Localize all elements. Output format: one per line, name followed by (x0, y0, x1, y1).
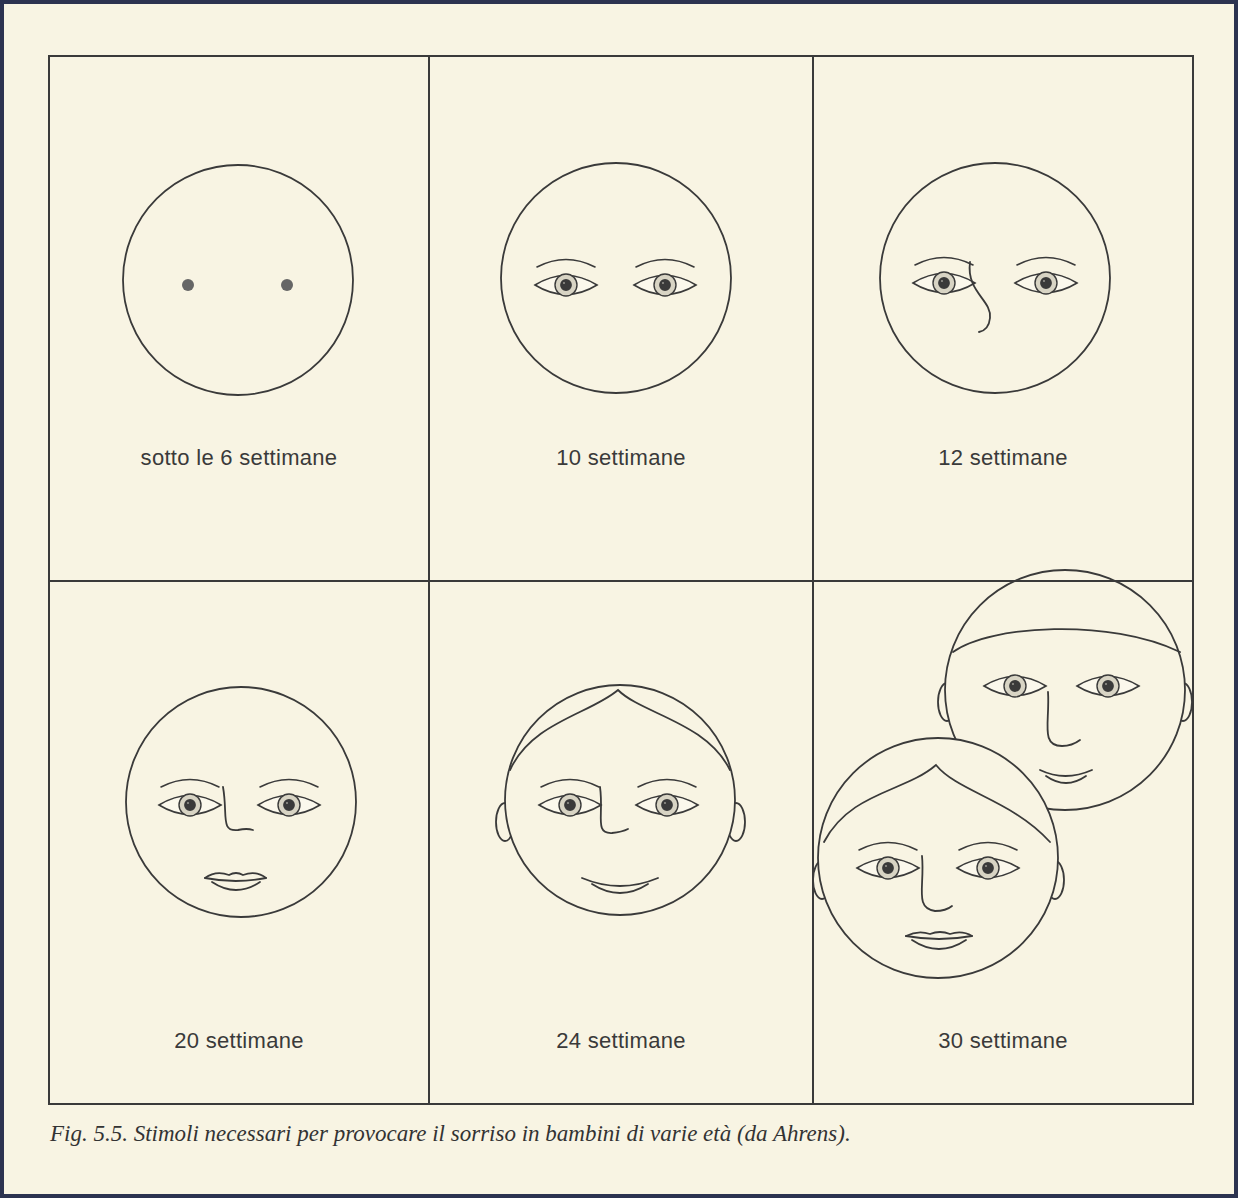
label-holder: 24 settimane (430, 1028, 812, 1054)
age-label: 30 settimane (938, 1028, 1068, 1053)
figure-caption-box: Fig. 5.5. Stimoli necessari per provocar… (50, 1118, 1190, 1149)
label-holder: 10 settimane (430, 445, 812, 471)
age-label: sotto le 6 settimane (141, 445, 338, 470)
stage-panel: 12 settimane (812, 55, 1194, 582)
figure-caption: Fig. 5.5. Stimoli necessari per provocar… (50, 1121, 851, 1146)
age-label: 20 settimane (174, 1028, 304, 1053)
stage-panel: 10 settimane (428, 55, 814, 582)
age-label: 24 settimane (556, 1028, 686, 1053)
stage-panel: 30 settimane (812, 580, 1194, 1105)
label-holder: sotto le 6 settimane (50, 445, 428, 471)
age-label: 12 settimane (938, 445, 1068, 470)
stage-panel: sotto le 6 settimane (48, 55, 430, 582)
label-holder: 30 settimane (814, 1028, 1192, 1054)
age-label: 10 settimane (556, 445, 686, 470)
stage-panel: 24 settimane (428, 580, 814, 1105)
stage-panel: 20 settimane (48, 580, 430, 1105)
label-holder: 12 settimane (814, 445, 1192, 471)
label-holder: 20 settimane (50, 1028, 428, 1054)
